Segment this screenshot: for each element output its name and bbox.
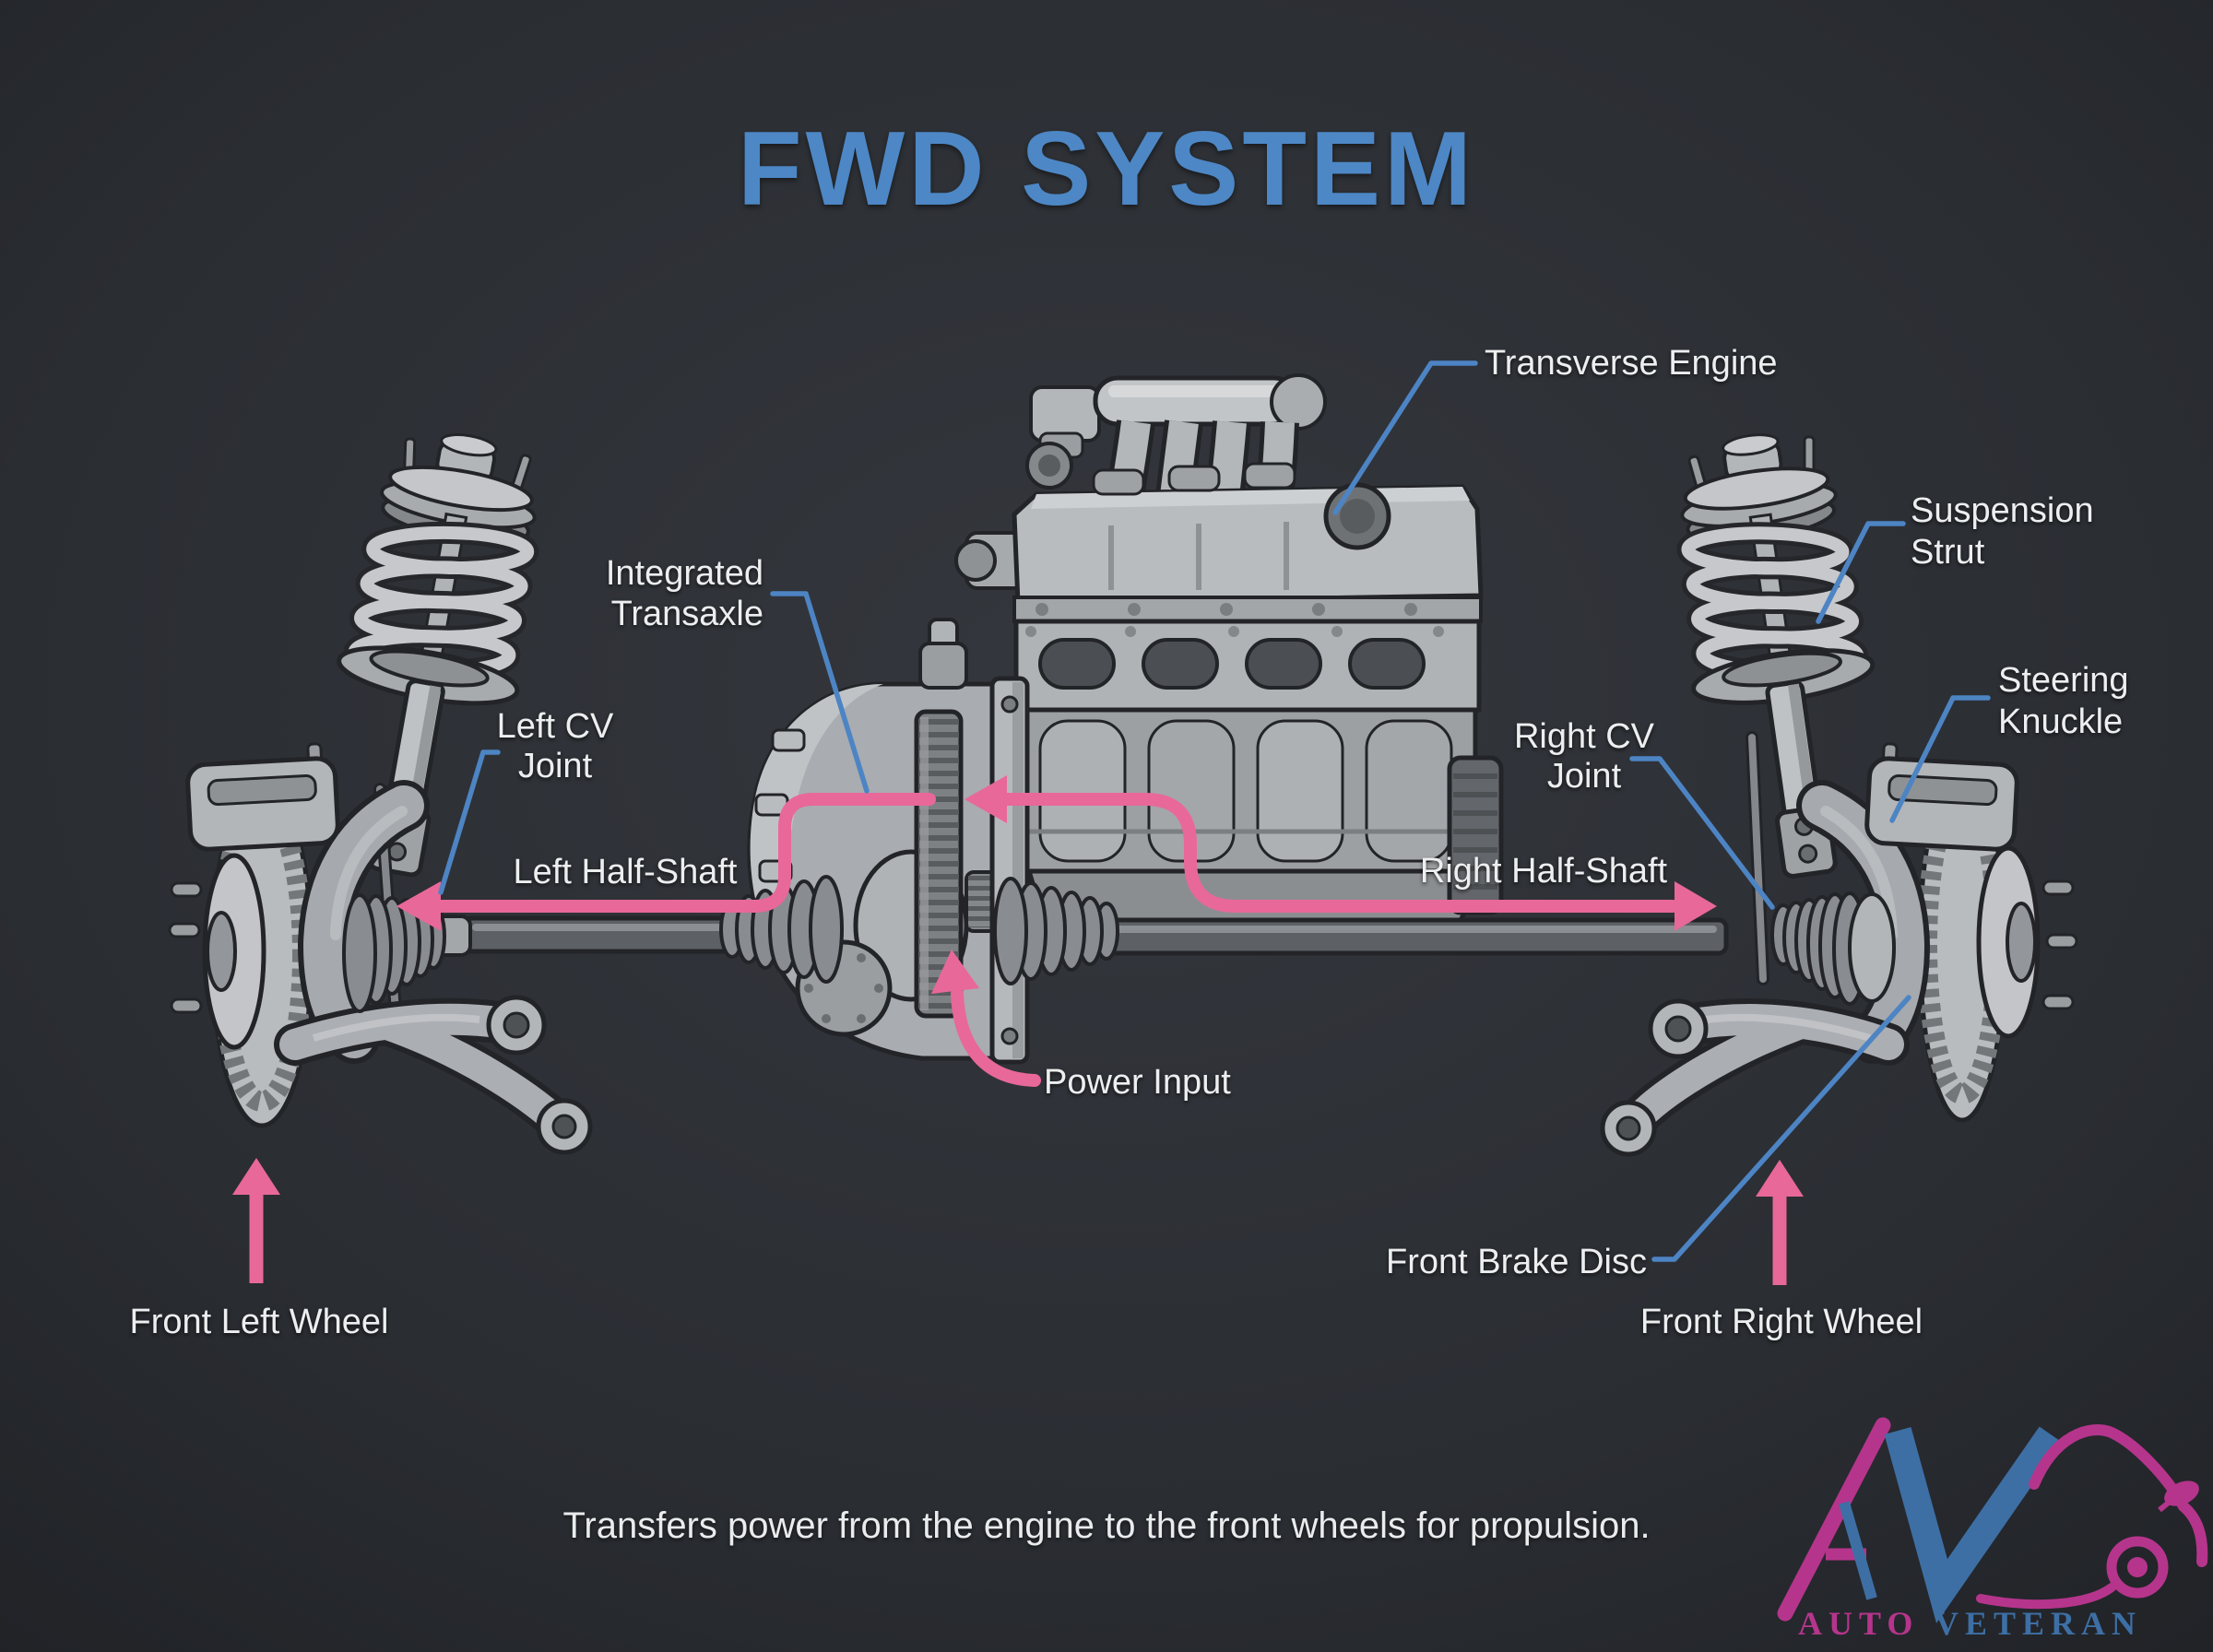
logo-monogram-icon [1777,1417,2063,1623]
front-left-wheel-arrow [232,1158,280,1283]
right-half-shaft-illustration [1100,917,1729,956]
transverse-engine-leader [1332,360,1478,515]
right-inner-cv-joint [993,877,1119,985]
integrated-transaxle-leader [770,591,870,794]
left-half-shaft-illustration [462,915,739,954]
caption-text: Transfers power from the engine to the f… [562,1505,1650,1546]
label-front-right-wheel: Front Right Wheel [1640,1303,1923,1341]
label-right-cv-joint-2: Joint [1547,757,1622,796]
label-suspension-strut-2: Strut [1911,533,1985,572]
logo-word-veteran: VETERAN [1935,1605,2142,1642]
label-transverse-engine: Transverse Engine [1485,344,1778,383]
suspension-strut-leader [1816,521,1906,624]
label-left-cv-joint-1: Left CV [497,707,614,746]
left-cv-joint-leader [438,749,501,895]
power-flow-right-halfshaft-arrow [964,775,1717,931]
steering-knuckle-leader [1889,695,1991,823]
front-brake-disc-leader [1651,995,1911,1262]
left-control-arm [274,995,593,1155]
logo-car-icon [1976,1424,2208,1610]
logo-word-auto: AUTO [1798,1605,1919,1642]
label-integrated-transaxle-1: Integrated [606,554,763,593]
label-integrated-transaxle-2: Transaxle [611,595,763,633]
right-stabilizer-link [1746,731,1769,985]
right-outer-cv-joint [1770,891,1896,1006]
left-suspension-strut [337,433,539,878]
auto-veteran-logo: AUTO VETERAN [1777,1417,2208,1642]
right-cv-joint-leader [1629,756,1775,910]
label-right-cv-joint-1: Right CV [1514,717,1655,756]
label-power-input: Power Input [1044,1063,1231,1102]
label-suspension-strut-1: Suspension [1911,491,2094,530]
left-outer-cv-joint [342,893,472,1013]
power-flow-left-halfshaft-arrow [396,793,936,931]
right-control-arm [1600,998,1910,1157]
left-brake-caliper [185,742,340,852]
front-right-wheel-arrow [1756,1160,1804,1285]
secondary-gear [964,870,998,933]
right-brake-caliper [1864,742,2019,852]
label-steering-knuckle-2: Knuckle [1998,702,2123,741]
label-front-left-wheel: Front Left Wheel [130,1303,389,1341]
label-right-half-shaft: Right Half-Shaft [1420,852,1668,891]
label-left-half-shaft: Left Half-Shaft [514,853,738,891]
power-input-arrow [931,950,1041,1087]
label-front-brake-disc: Front Brake Disc [1386,1243,1647,1281]
label-steering-knuckle-1: Steering [1998,661,2129,700]
final-drive-gear [914,709,964,1019]
page-title: FWD SYSTEM [738,111,1475,228]
transverse-engine-illustration [954,373,1504,936]
label-left-cv-joint-2: Joint [518,747,593,785]
